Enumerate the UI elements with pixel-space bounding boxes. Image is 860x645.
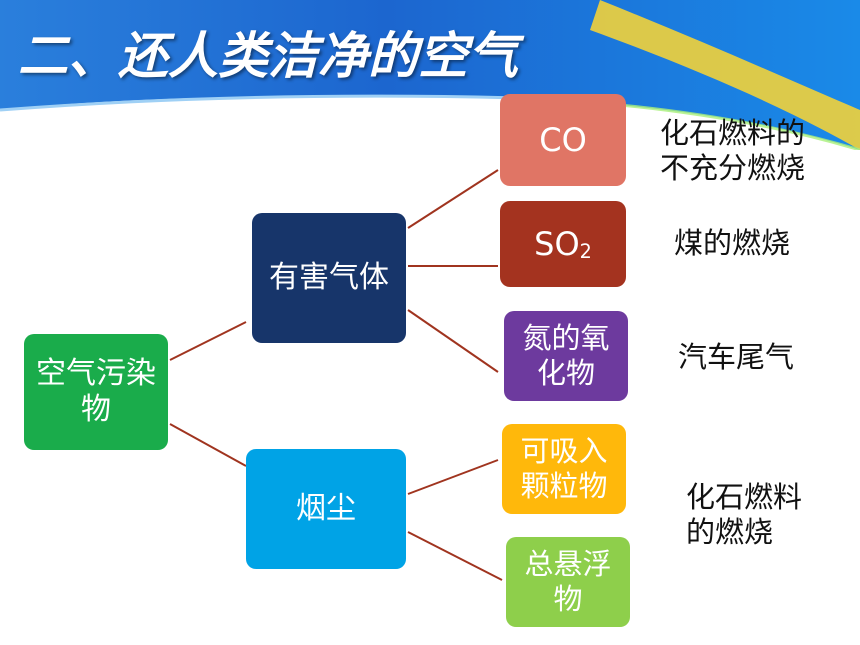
node-air-pollutants: 空气污染 物 <box>24 334 168 450</box>
node-so2-base: SO <box>534 224 580 263</box>
node-air-pollutants-line2: 物 <box>81 392 111 427</box>
note-co-source-line2: 不充分燃烧 <box>660 150 806 185</box>
note-dust-source-line2: 的燃烧 <box>686 514 774 549</box>
note-so2-source-line1: 煤的燃烧 <box>674 226 791 260</box>
node-so2-label: SO2 <box>534 225 592 263</box>
node-inhalable-particles-line1: 可吸入 <box>520 434 608 469</box>
node-co: CO <box>500 94 626 186</box>
connector-gas-nox <box>407 309 499 373</box>
note-co-source: 化石燃料的 不充分燃烧 <box>660 116 805 186</box>
node-total-suspended-particles-line1: 总悬浮 <box>524 547 612 582</box>
note-nox-source-line1: 汽车尾气 <box>678 340 795 374</box>
node-total-suspended-particles: 总悬浮 物 <box>506 537 630 627</box>
note-nox-source: 汽车尾气 <box>678 340 794 375</box>
node-inhalable-particles-line2: 颗粒物 <box>520 469 608 503</box>
note-so2-source: 煤的燃烧 <box>674 226 790 261</box>
node-smoke-dust: 烟尘 <box>246 449 406 569</box>
node-harmful-gases-label: 有害气体 <box>269 260 389 295</box>
node-inhalable-particles: 可吸入 颗粒物 <box>502 424 626 514</box>
connector-dust-tsp <box>407 531 503 581</box>
node-smoke-dust-label: 烟尘 <box>296 491 356 526</box>
title-banner <box>0 0 860 150</box>
node-air-pollutants-line1: 空气污染 <box>36 356 156 391</box>
node-harmful-gases: 有害气体 <box>252 213 406 343</box>
node-total-suspended-particles-line2: 物 <box>553 582 583 616</box>
connector-root-gas <box>169 321 247 361</box>
note-dust-source-line1: 化石燃料 <box>686 480 803 514</box>
node-co-label: CO <box>539 120 587 159</box>
connector-dust-pm <box>407 459 499 495</box>
connector-gas-co <box>407 169 499 229</box>
note-dust-source: 化石燃料 的燃烧 <box>686 480 802 550</box>
node-nitrogen-oxides-line1: 氮的氧 <box>522 321 610 356</box>
node-nitrogen-oxides: 氮的氧 化物 <box>504 311 628 401</box>
note-co-source-line1: 化石燃料的 <box>660 116 806 150</box>
node-nitrogen-oxides-line2: 化物 <box>536 356 595 390</box>
connector-root-dust <box>169 423 247 467</box>
node-so2-subscript: 2 <box>579 239 592 263</box>
node-so2: SO2 <box>500 201 626 287</box>
page-title: 二、还人类洁净的空气 <box>18 27 518 85</box>
